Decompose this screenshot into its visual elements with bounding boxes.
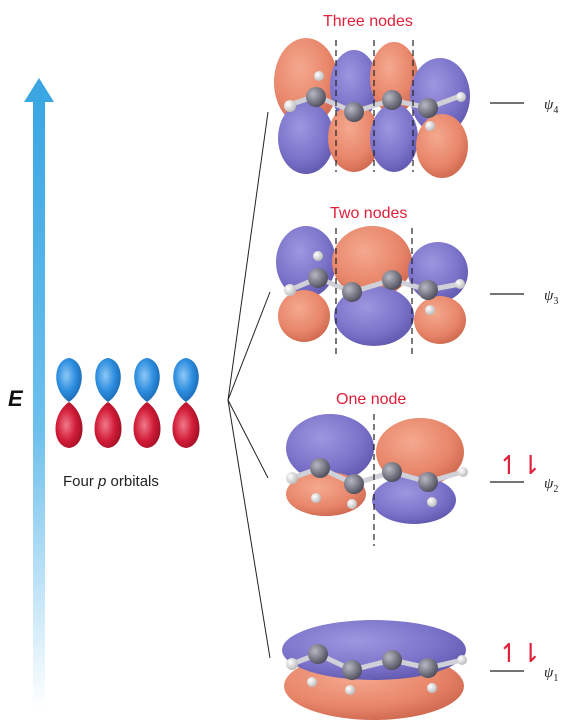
carbon-atom [344, 474, 364, 494]
psi-label-psi3: ψ3 [544, 288, 558, 307]
carbon-atom [418, 658, 438, 678]
hydrogen-atom [427, 497, 437, 507]
connector-psi1 [228, 400, 270, 658]
carbon-atom [342, 660, 362, 680]
connector-lines [228, 112, 270, 658]
p-orbital-top-lobe [134, 358, 160, 402]
carbon-atom [344, 102, 364, 122]
electron-pair-psi2: ↿⇂ [498, 451, 542, 481]
carbon-atom [418, 472, 438, 492]
energy-axis-label: E [8, 386, 24, 411]
carbon-atom [418, 98, 438, 118]
psi-label-psi1: ψ1 [544, 665, 558, 684]
orbital-psi3: Two nodes ψ3 [276, 205, 558, 358]
p-orbital-bottom-lobe [95, 402, 122, 448]
node-label-psi4: Three nodes [323, 13, 413, 30]
connector-psi4 [228, 112, 268, 400]
hydrogen-atom [286, 472, 298, 484]
p-orbital-bottom-lobe [56, 402, 83, 448]
orbital-psi1: ↿⇂ ψ1 [282, 620, 558, 720]
hydrogen-atom [425, 305, 435, 315]
p-orbital-1 [56, 358, 83, 448]
carbon-atom [308, 268, 328, 288]
hydrogen-atom [307, 677, 317, 687]
lobe [414, 296, 466, 344]
hydrogen-atom [284, 284, 296, 296]
hydrogen-atom [313, 251, 323, 261]
carbon-atom [308, 644, 328, 664]
p-orbital-bottom-lobe [173, 402, 200, 448]
hydrogen-atom [427, 683, 437, 693]
carbon-atom [382, 462, 402, 482]
p-orbitals-label: Four p orbitals [63, 473, 159, 490]
hydrogen-atom [458, 467, 468, 477]
node-label-psi2: One node [336, 391, 406, 408]
carbon-atom [382, 90, 402, 110]
carbon-atom [306, 87, 326, 107]
hydrogen-atom [347, 499, 357, 509]
lobe [416, 114, 468, 178]
connector-psi3 [228, 292, 270, 400]
hydrogen-atom [314, 71, 324, 81]
carbon-atom [418, 280, 438, 300]
hydrogen-atom [286, 658, 298, 670]
energy-arrow-shaft [33, 98, 45, 708]
p-orbitals-group: Four p orbitals [56, 358, 200, 490]
carbon-atom [382, 270, 402, 290]
hydrogen-atom [345, 685, 355, 695]
psi-label-psi2: ψ2 [544, 476, 558, 495]
hydrogen-atom [425, 121, 435, 131]
p-orbital-4 [173, 358, 200, 448]
p-orbital-top-lobe [56, 358, 82, 402]
carbon-atom [382, 650, 402, 670]
carbon-atom [342, 282, 362, 302]
hydrogen-atom [457, 655, 467, 665]
p-orbital-3 [134, 358, 161, 448]
lobe [278, 102, 334, 174]
carbon-atom [310, 458, 330, 478]
energy-axis: E [8, 78, 54, 708]
psi-label-psi4: ψ4 [544, 97, 558, 116]
hydrogen-atom [311, 493, 321, 503]
p-orbital-top-lobe [95, 358, 121, 402]
hydrogen-atom [456, 92, 466, 102]
lobe [408, 242, 468, 302]
p-orbital-top-lobe [173, 358, 199, 402]
lobe [370, 104, 418, 172]
hydrogen-atom [284, 100, 296, 112]
p-orbital-2 [95, 358, 122, 448]
hydrogen-atom [455, 279, 465, 289]
electron-pair-psi1: ↿⇂ [498, 639, 542, 669]
lobe [372, 476, 456, 524]
node-label-psi3: Two nodes [330, 205, 407, 222]
energy-arrow-head [24, 78, 54, 102]
p-orbital-bottom-lobe [134, 402, 161, 448]
orbital-psi2: One node ↿⇂ ψ2 [286, 391, 558, 546]
lobe [278, 290, 330, 342]
orbital-psi4: Three nodes ψ4 [274, 13, 558, 178]
